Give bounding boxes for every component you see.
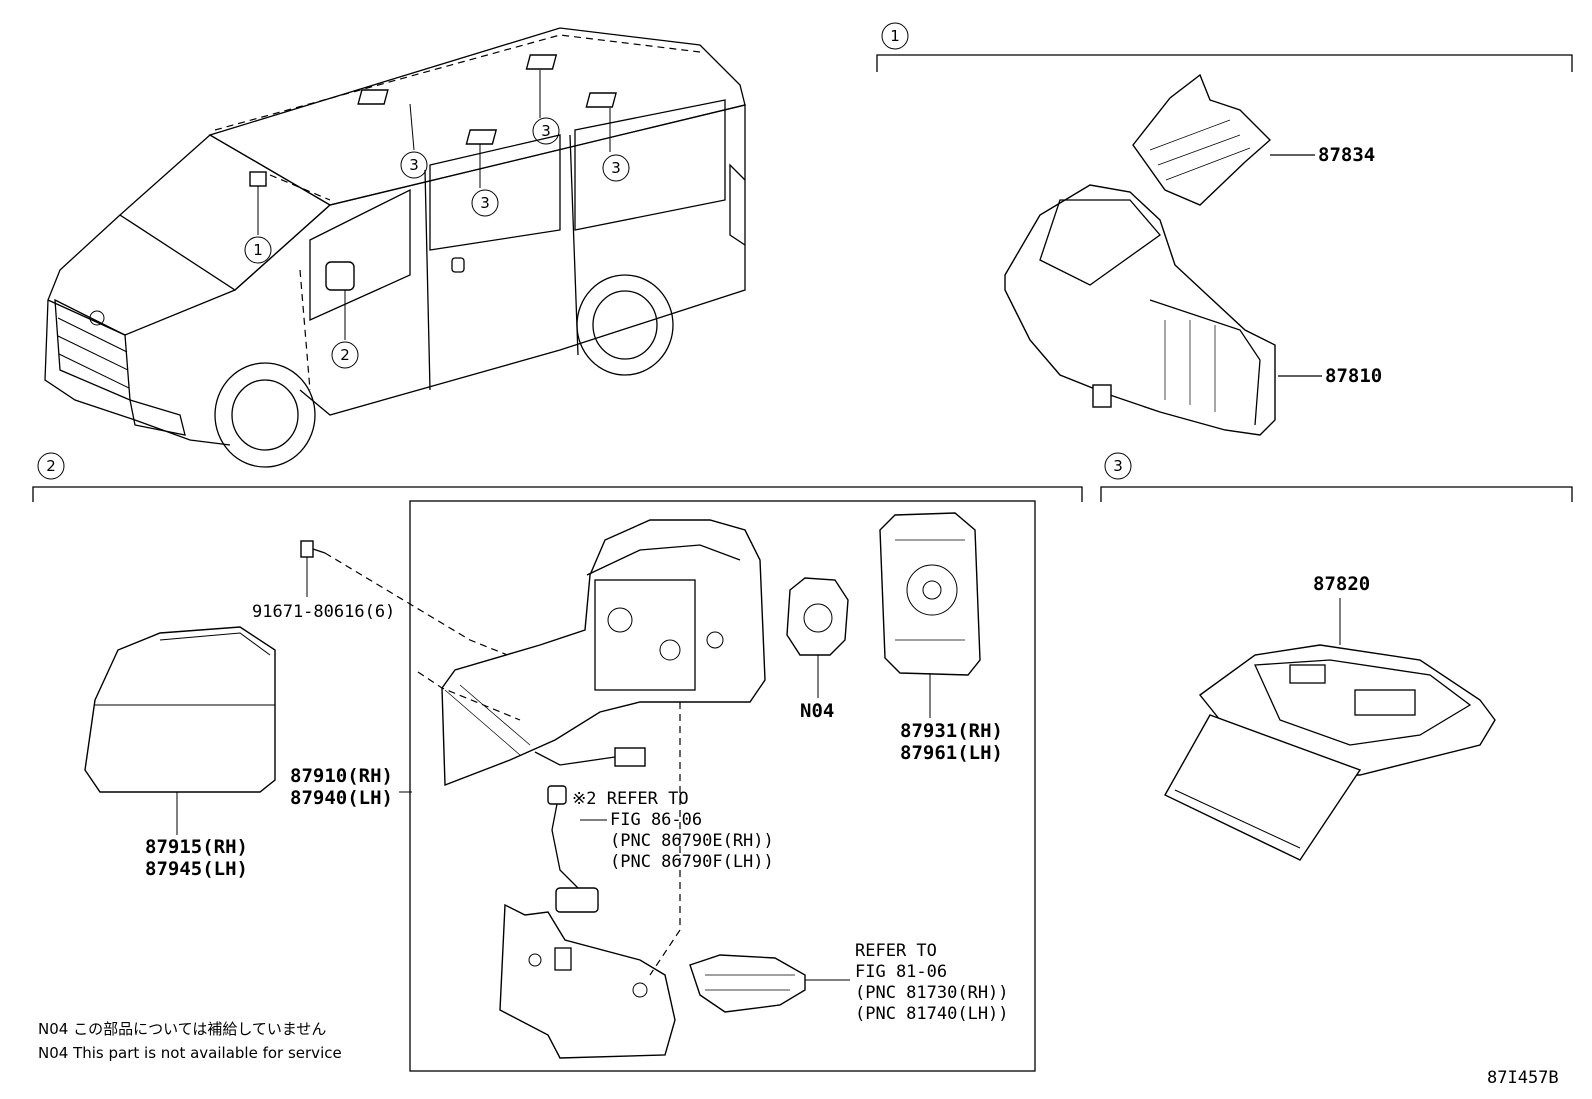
- vehicle-callout-3a: 3: [400, 151, 428, 179]
- callout-label: 3: [409, 156, 419, 174]
- mirror-base: [499, 903, 676, 1059]
- vehicle-callout-2: 2: [331, 341, 359, 369]
- note-english: N04 This part is not available for servi…: [38, 1044, 342, 1062]
- mirror-cover-87915: [84, 626, 276, 793]
- mirror-assembly-box: [409, 500, 1036, 1072]
- figure-id: 87I457B: [1487, 1068, 1559, 1088]
- section-3: 3 87820: [1100, 452, 1573, 861]
- part-number-mirror-rh: 87910(RH): [290, 765, 393, 787]
- outer-mirror-87910: [441, 519, 766, 787]
- vehicle-callout-3d: 3: [471, 189, 499, 217]
- section-marker-1: 1: [890, 27, 900, 45]
- section-marker-3: 3: [1113, 457, 1123, 475]
- turn-signal-lamp: [689, 954, 806, 1013]
- callout-label: 3: [611, 159, 621, 177]
- ref-line-3: (PNC 86790E(RH)): [610, 831, 774, 851]
- section-1: 1 87834 87810: [876, 22, 1573, 436]
- ref2-line-2: FIG 81-06: [855, 962, 947, 982]
- part-number-cover-lh: 87945(LH): [145, 858, 248, 880]
- ref2-line-4: (PNC 81740(LH)): [855, 1004, 1009, 1024]
- note-japanese: N04 この部品については補給していません: [38, 1020, 326, 1038]
- ref2-line-3: (PNC 81730(RH)): [855, 983, 1009, 1003]
- callout-label: 1: [253, 241, 263, 259]
- vehicle-callout-3b: 3: [532, 117, 560, 145]
- ref-line-2: FIG 86-06: [610, 810, 702, 830]
- ref-line-4: (PNC 86790F(LH)): [610, 852, 774, 872]
- callout-label: 2: [340, 346, 350, 364]
- part-number-n04: N04: [800, 700, 834, 722]
- part-number-87820: 87820: [1313, 573, 1370, 595]
- callout-label: 3: [541, 122, 551, 140]
- part-number-mirror-lh: 87940(LH): [290, 787, 393, 809]
- ref2-line-1: REFER TO: [855, 941, 937, 961]
- section-marker-2: 2: [46, 457, 56, 475]
- actuator-n04: N04: [786, 577, 849, 722]
- van-illustration: [44, 27, 746, 468]
- part-number-glass-rh: 87931(RH): [900, 720, 1003, 742]
- ref-line-1: ※2 REFER TO: [572, 789, 689, 809]
- callout-label: 3: [480, 194, 490, 212]
- room-lamp-lens: [1164, 714, 1362, 861]
- part-number-glass-lh: 87961(LH): [900, 742, 1003, 764]
- section-2: 2 91671-80616(6) 87915(RH) 87945(LH): [32, 452, 1083, 1072]
- vehicle-callout-3c: 3: [602, 154, 630, 182]
- mirror-glass-87931: 87931(RH) 87961(LH): [879, 512, 1003, 764]
- vehicle-callout-1: 1: [244, 236, 272, 264]
- part-number-bolt: 91671-80616(6): [252, 602, 395, 622]
- part-number-cover-rh: 87915(RH): [145, 836, 248, 858]
- part-number-87834: 87834: [1318, 144, 1375, 166]
- cover-87834: [1132, 73, 1272, 206]
- bolt-91671: 91671-80616(6): [252, 540, 395, 622]
- inner-mirror-87810: [1004, 184, 1276, 436]
- part-number-87810: 87810: [1325, 365, 1382, 387]
